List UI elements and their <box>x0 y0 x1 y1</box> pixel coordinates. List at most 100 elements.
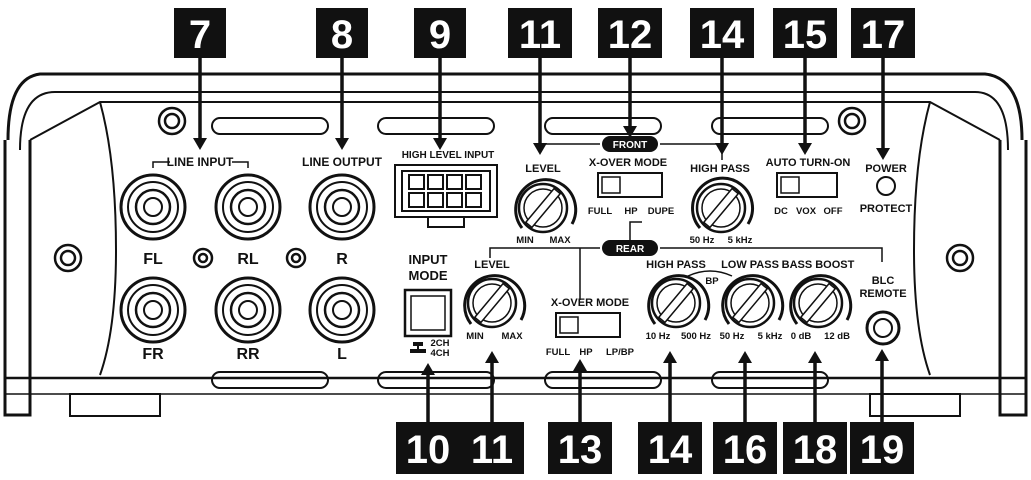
front-xover-hp: HP <box>624 206 638 217</box>
callout-19: 19 <box>850 422 914 474</box>
rear-tag: REAR <box>602 240 658 256</box>
jack-label-out-l: L <box>337 346 347 363</box>
input-mode-2ch: 2CH <box>430 338 449 349</box>
rear-highpass-min: 10 Hz <box>646 331 671 342</box>
front-bracket <box>539 143 723 160</box>
rear-xover-full: FULL <box>546 347 570 358</box>
callout-15: 15 <box>773 8 837 58</box>
front-xover-title: X-OVER MODE <box>589 157 667 169</box>
rca-jack-out-l[interactable] <box>308 276 376 344</box>
power-label: POWER <box>865 163 907 175</box>
callout-17: 17 <box>851 8 915 58</box>
front-level-knob[interactable] <box>514 178 578 234</box>
rca-jack-rr[interactable] <box>214 276 282 344</box>
rca-jack-rl[interactable] <box>214 173 282 241</box>
svg-text:19: 19 <box>860 428 905 472</box>
line-input-title: LINE INPUT <box>167 155 234 169</box>
bp-link-arc <box>687 270 733 277</box>
svg-text:8: 8 <box>331 13 353 57</box>
svg-text:7: 7 <box>189 13 211 57</box>
svg-text:10: 10 <box>406 428 451 472</box>
bass-boost-knob[interactable] <box>789 274 853 329</box>
rear-lowpass-knob[interactable] <box>721 274 785 329</box>
callout-13: 13 <box>548 422 612 474</box>
front-level-max: MAX <box>549 235 571 246</box>
auto-turn-on-vox: VOX <box>796 206 817 217</box>
svg-text:17: 17 <box>861 13 906 57</box>
rear-xover-lpbp: LP/BP <box>606 347 635 358</box>
callout-11-bottom: 11 <box>460 422 524 474</box>
svg-text:FRONT: FRONT <box>613 140 647 151</box>
input-mode-button[interactable] <box>403 288 453 338</box>
svg-text:13: 13 <box>558 428 603 472</box>
rca-jack-out-r[interactable] <box>308 173 376 241</box>
high-level-input-connector[interactable] <box>394 164 498 228</box>
jack-label-fl: FL <box>143 251 163 268</box>
front-level-title: LEVEL <box>525 163 561 175</box>
auto-turn-on-title: AUTO TURN-ON <box>766 157 851 169</box>
svg-text:11: 11 <box>471 428 513 472</box>
protect-label: PROTECT <box>860 203 913 215</box>
blc-label-2: REMOTE <box>859 288 906 300</box>
front-highpass-min: 50 Hz <box>690 235 715 246</box>
input-mode-title-1: INPUT <box>409 252 448 267</box>
svg-text:11: 11 <box>519 13 561 57</box>
front-xover-dupe: DUPE <box>648 206 674 217</box>
rear-xover-switch[interactable] <box>555 312 621 338</box>
front-highpass-max: 5 kHz <box>728 235 753 246</box>
svg-text:12: 12 <box>608 13 653 57</box>
bass-boost-title: BASS BOOST <box>782 259 855 271</box>
svg-text:16: 16 <box>723 428 768 472</box>
callout-16: 16 <box>713 422 777 474</box>
line-output-title: LINE OUTPUT <box>302 155 383 169</box>
front-xover-switch[interactable] <box>597 172 663 198</box>
rear-lowpass-title: LOW PASS <box>721 259 779 271</box>
front-tag: FRONT <box>602 136 658 152</box>
rear-level-knob[interactable] <box>463 274 527 329</box>
svg-text:14: 14 <box>648 428 693 472</box>
callout-10: 10 <box>396 422 460 474</box>
auto-turn-on-switch[interactable] <box>776 172 838 198</box>
auto-turn-on-off: OFF <box>824 206 843 217</box>
svg-text:15: 15 <box>783 13 828 57</box>
auto-turn-on-dc: DC <box>774 206 788 217</box>
rear-bracket <box>489 221 883 300</box>
power-led-icon <box>876 176 896 196</box>
rear-highpass-knob[interactable] <box>647 274 711 329</box>
callout-14-bottom: 14 <box>638 422 702 474</box>
rear-level-min: MIN <box>466 331 484 342</box>
callout-14-top: 14 <box>690 8 754 58</box>
jack-label-rr: RR <box>236 346 260 363</box>
rca-jack-fr[interactable] <box>119 276 187 344</box>
rear-highpass-title: HIGH PASS <box>646 259 706 271</box>
svg-text:9: 9 <box>429 13 451 57</box>
rear-level-max: MAX <box>501 331 523 342</box>
amplifier-chassis <box>3 72 1028 417</box>
input-mode-indicator <box>410 342 426 353</box>
bp-label: BP <box>705 276 719 287</box>
high-level-input-title: HIGH LEVEL INPUT <box>402 150 495 161</box>
front-highpass-knob[interactable] <box>691 176 754 234</box>
callout-18: 18 <box>783 422 847 474</box>
rear-lowpass-max: 5 kHz <box>758 331 783 342</box>
rear-xover-hp: HP <box>579 347 593 358</box>
rear-xover-title: X-OVER MODE <box>551 297 629 309</box>
rear-highpass-max: 500 Hz <box>681 331 711 342</box>
bass-boost-min: 0 dB <box>791 331 812 342</box>
jack-label-fr: FR <box>142 346 164 363</box>
jack-label-rl: RL <box>237 251 259 268</box>
callout-leader-lines <box>198 58 885 422</box>
rear-level-title: LEVEL <box>474 259 510 271</box>
callout-7: 7 <box>174 8 226 58</box>
input-mode-4ch: 4CH <box>430 348 449 359</box>
blc-label-1: BLC <box>872 275 895 287</box>
bass-boost-max: 12 dB <box>824 331 850 342</box>
callout-12: 12 <box>598 8 662 58</box>
blc-remote-jack[interactable] <box>865 310 901 346</box>
rca-jack-fl[interactable] <box>119 173 187 241</box>
svg-text:REAR: REAR <box>616 244 645 255</box>
svg-text:18: 18 <box>793 428 838 472</box>
jack-label-out-r: R <box>336 251 348 268</box>
line-input-section: LINE INPUT <box>152 155 249 169</box>
